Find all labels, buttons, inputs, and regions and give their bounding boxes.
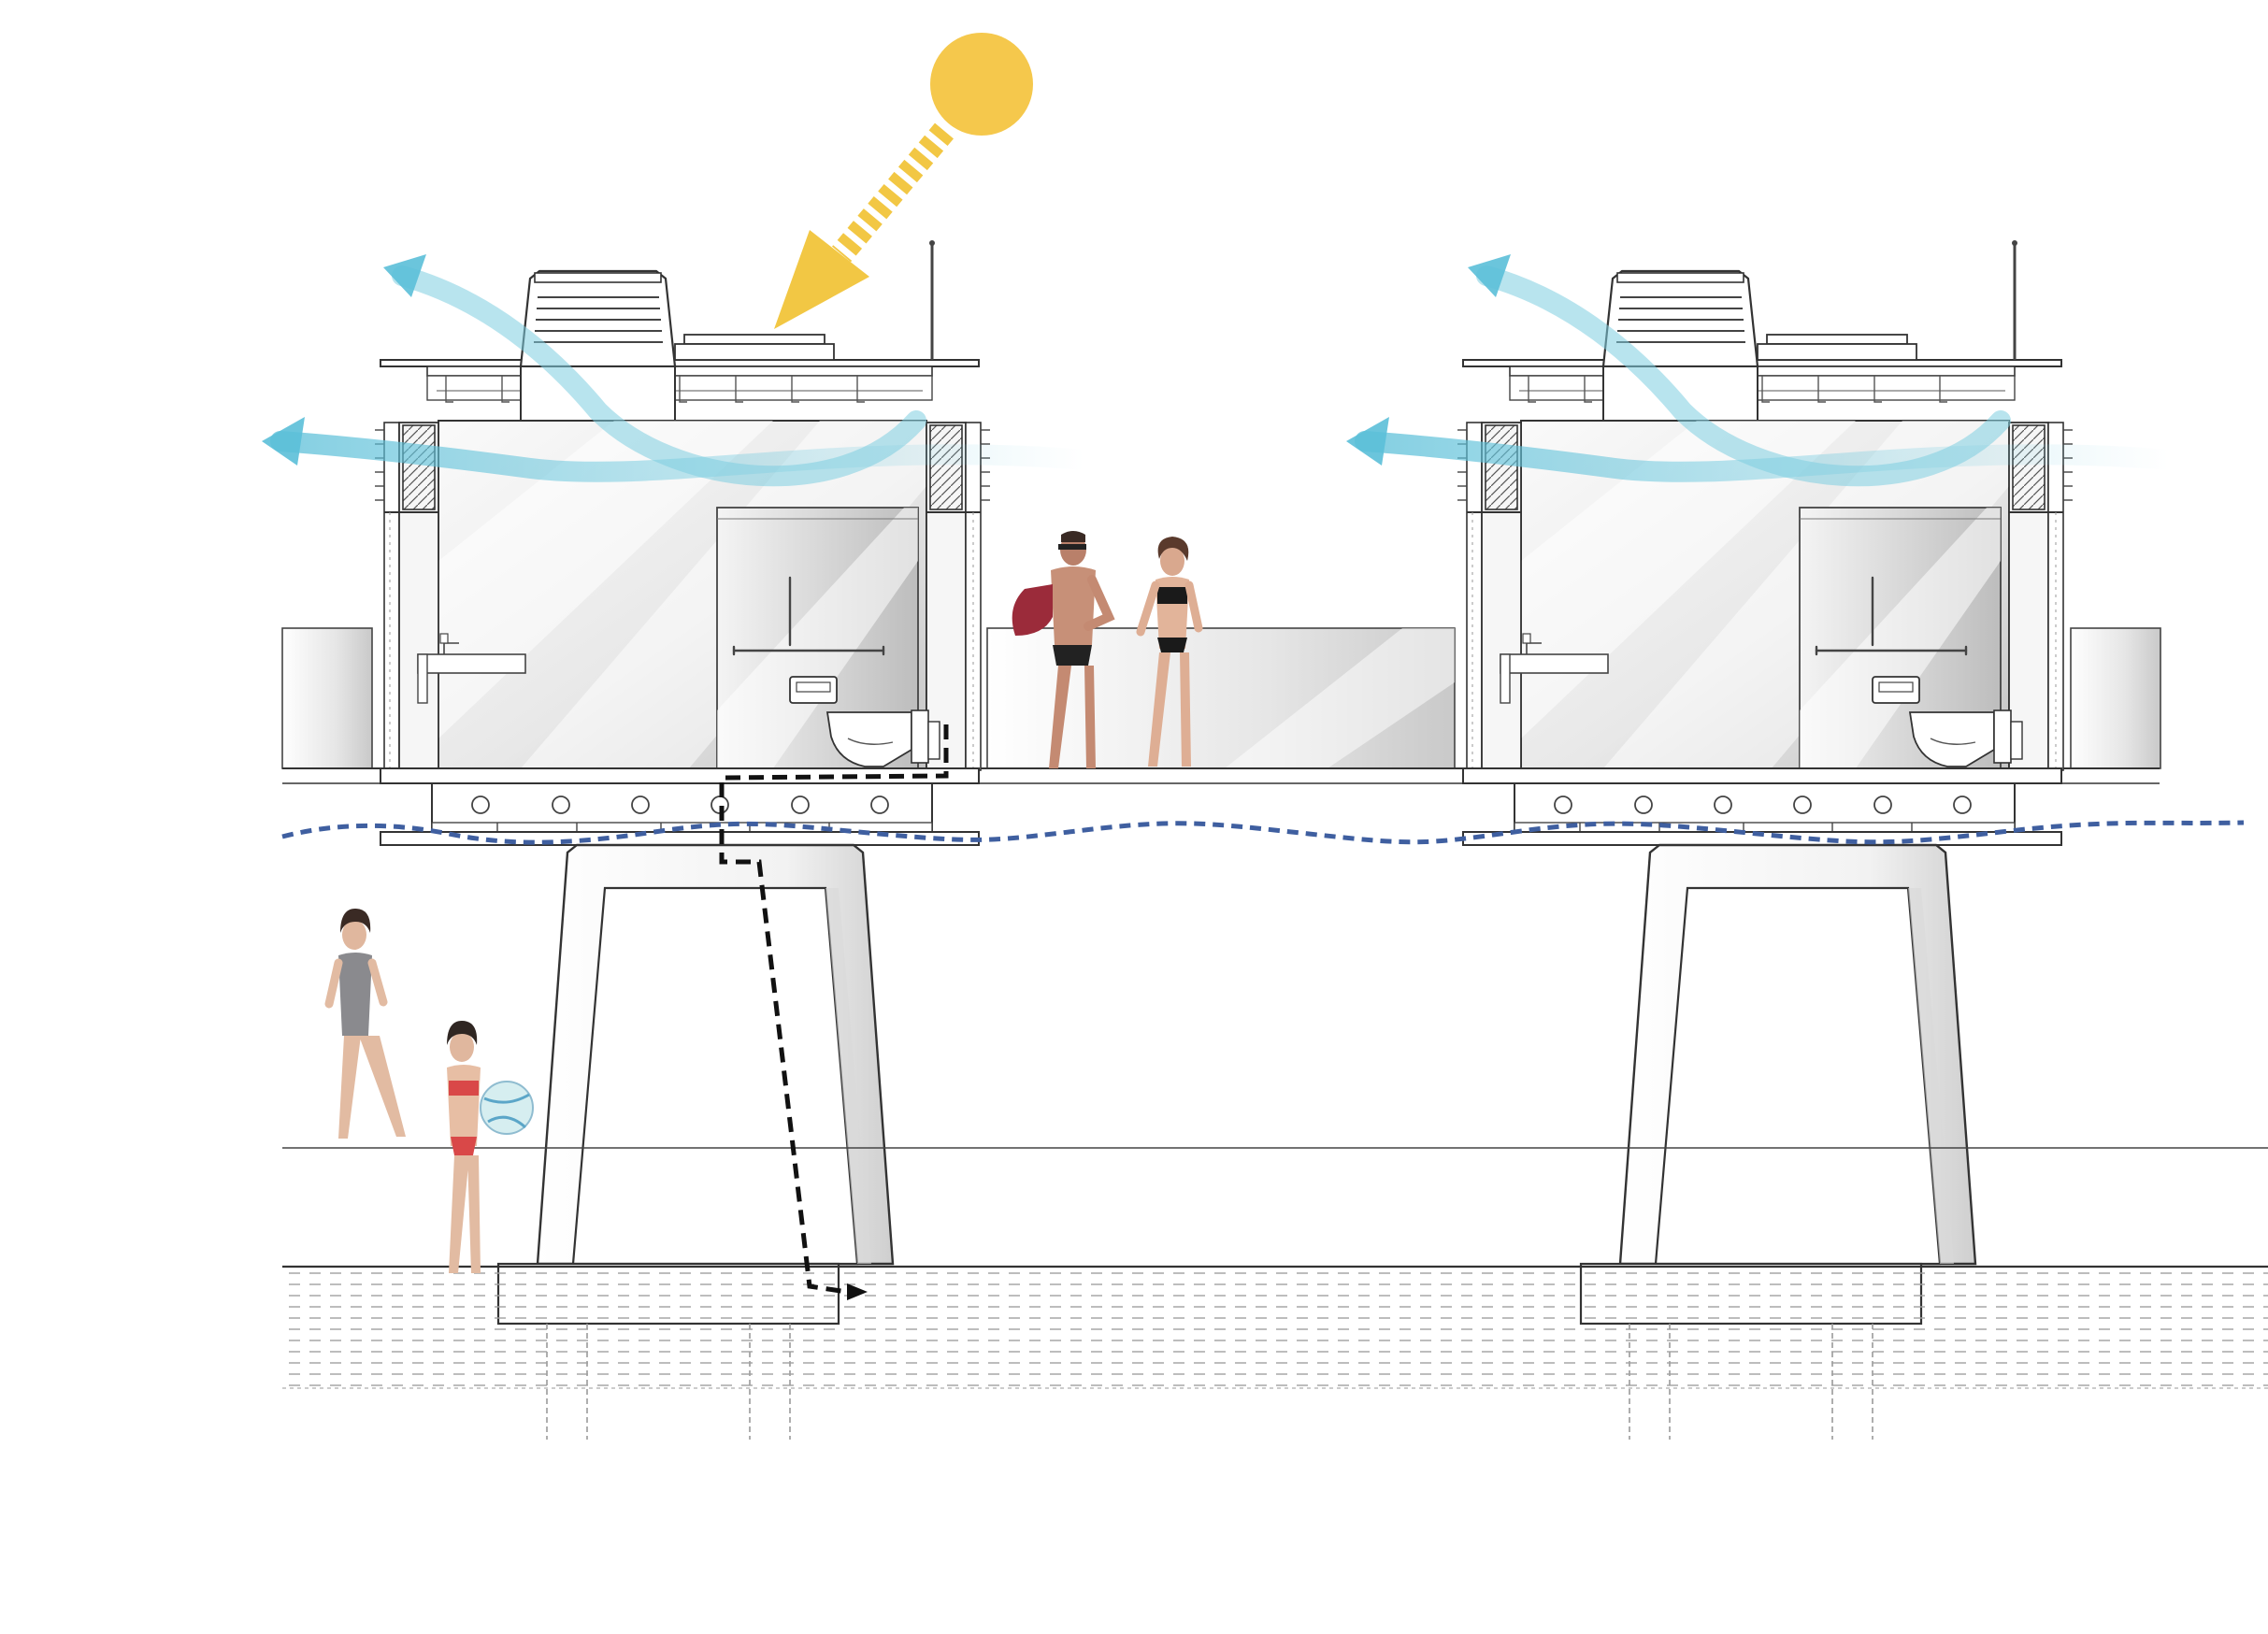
water-level-wave: [281, 820, 2245, 845]
man-with-towel: [1012, 531, 1115, 768]
sun: [930, 33, 1033, 136]
woman-with-beach-ball: [447, 1021, 534, 1273]
seabed-soil: [282, 1265, 2268, 1389]
airflow-arrows: [262, 254, 2179, 487]
woman-grey-swimsuit: [324, 909, 406, 1139]
drainage-path: [719, 724, 949, 1295]
left-pavilion: [373, 238, 992, 1441]
sunlight-ray: [774, 122, 954, 329]
woman-black-bikini: [1136, 537, 1203, 767]
right-pavilion: [1456, 238, 2074, 1441]
